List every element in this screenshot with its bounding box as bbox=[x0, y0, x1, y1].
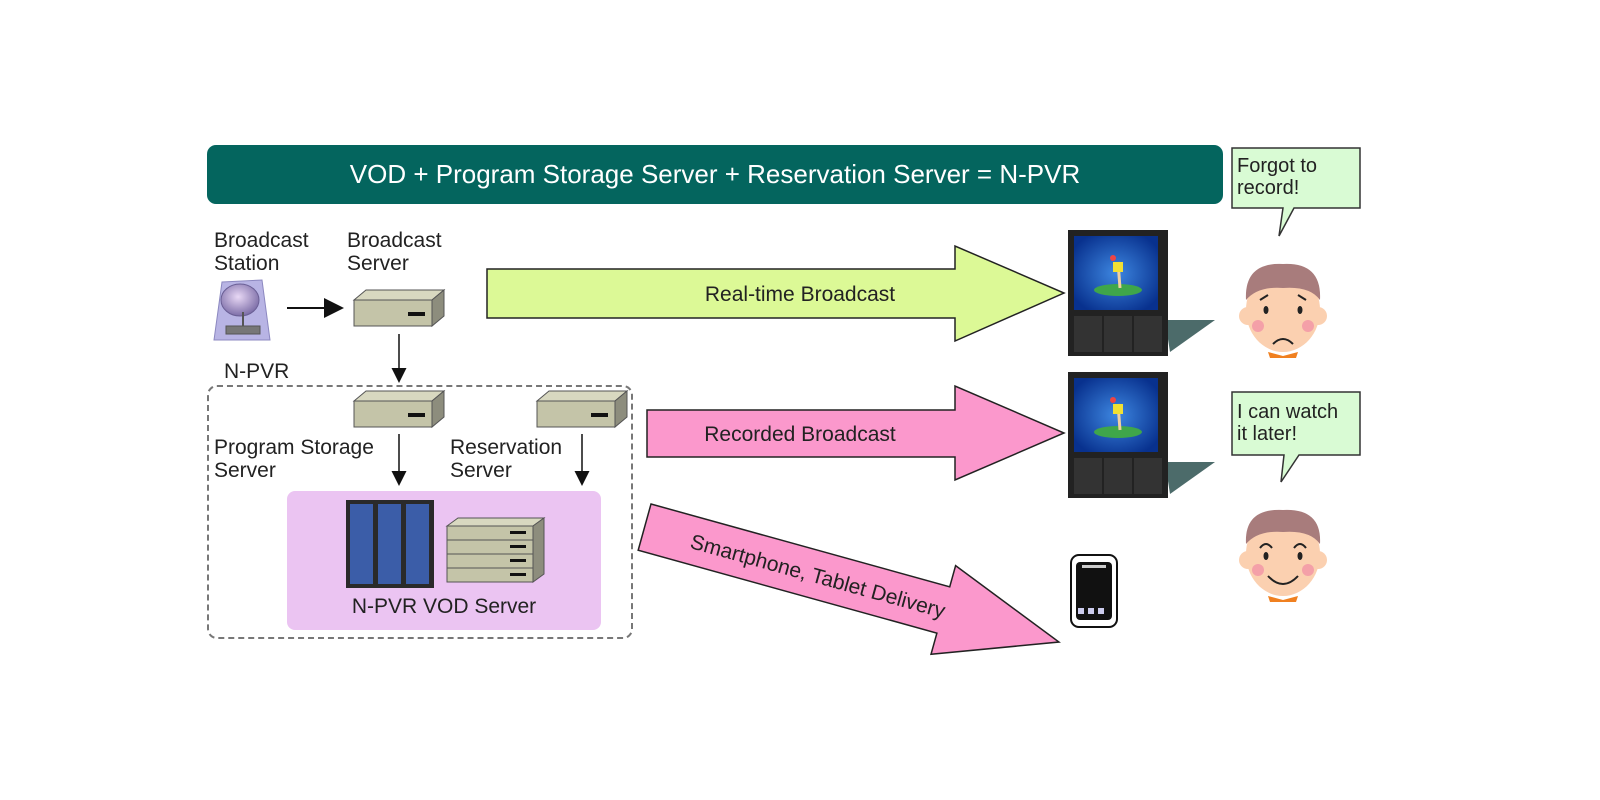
label-line: Server bbox=[450, 459, 512, 482]
label-line: Station bbox=[214, 252, 280, 275]
title-banner: VOD + Program Storage Server + Reservati… bbox=[207, 145, 1223, 204]
recorded-broadcast-arrow: Recorded Broadcast bbox=[646, 384, 1066, 482]
label-line: Reservation bbox=[450, 436, 563, 459]
label-line: Broadcast bbox=[214, 229, 309, 252]
smartphone-icon bbox=[1070, 554, 1118, 628]
mobile-delivery-arrow: Smartphone, Tablet Delivery bbox=[637, 503, 1061, 656]
label-line: Server bbox=[214, 459, 276, 482]
happy-face-icon bbox=[1239, 509, 1327, 602]
broadcast-station-label: Broadcast Station bbox=[214, 229, 309, 275]
vod-server-label: N-PVR VOD Server bbox=[351, 595, 537, 618]
recorded-broadcast-label: Recorded Broadcast bbox=[704, 423, 896, 446]
title-text: VOD + Program Storage Server + Reservati… bbox=[349, 159, 1081, 189]
speech-bubble-happy bbox=[1231, 391, 1361, 483]
broadcast-server-label: Broadcast Server bbox=[347, 229, 442, 275]
happy-bubble-text: I can watch it later! bbox=[1237, 401, 1338, 445]
sad-bubble-text: Forgot to record! bbox=[1237, 155, 1317, 199]
sad-face-icon bbox=[1239, 263, 1327, 358]
stacked-servers-icon bbox=[445, 517, 546, 583]
bubble-line: I can watch bbox=[1237, 401, 1339, 423]
server-rack-icon bbox=[346, 500, 434, 588]
label-line: Program Storage bbox=[214, 436, 374, 459]
broadcast-server-icon bbox=[352, 288, 446, 328]
label-line: Server bbox=[347, 252, 409, 275]
program-storage-label: Program Storage Server bbox=[214, 436, 374, 482]
npvr-group-label: N-PVR bbox=[224, 360, 290, 383]
bubble-line: Forgot to bbox=[1237, 155, 1318, 177]
realtime-broadcast-arrow: Real-time Broadcast bbox=[486, 244, 1066, 343]
bubble-line: it later! bbox=[1237, 423, 1298, 445]
television-icon bbox=[1068, 372, 1215, 498]
reservation-server-label: Reservation Server bbox=[450, 436, 562, 482]
bubble-line: record! bbox=[1237, 177, 1300, 199]
television-icon bbox=[1068, 230, 1215, 356]
npvr-group-box bbox=[207, 385, 633, 639]
satellite-dish-icon bbox=[213, 279, 271, 341]
realtime-broadcast-label: Real-time Broadcast bbox=[705, 283, 895, 306]
reservation-server-icon bbox=[535, 389, 629, 429]
label-line: Broadcast bbox=[347, 229, 442, 252]
speech-bubble-sad bbox=[1231, 147, 1361, 237]
program-storage-server-icon bbox=[352, 389, 446, 429]
vod-server-box bbox=[287, 491, 601, 630]
